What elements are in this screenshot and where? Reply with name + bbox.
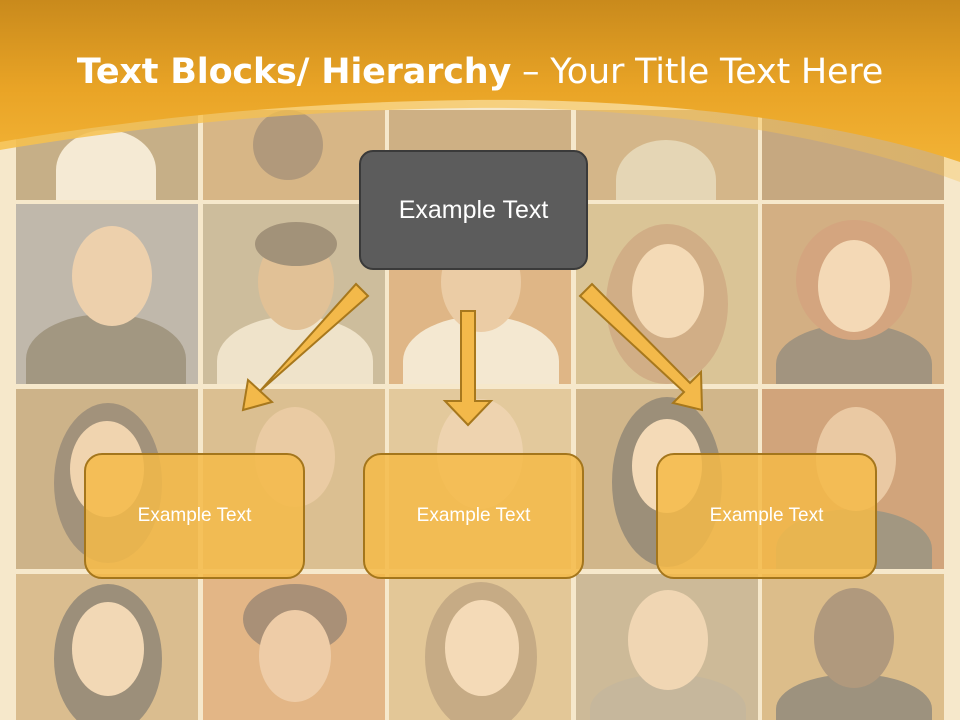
slide-title-bold: Text Blocks/ Hierarchy xyxy=(76,52,512,92)
hierarchy-top-box: Example Text xyxy=(359,150,588,270)
slide-title-rest: – Your Title Text Here xyxy=(511,52,884,92)
hierarchy-child-box-1: Example Text xyxy=(84,453,305,579)
title-banner xyxy=(0,0,960,182)
arrow-right xyxy=(578,282,704,412)
arrow-left xyxy=(241,282,370,412)
slide-title: Text Blocks/ Hierarchy – Your Title Text… xyxy=(0,52,960,92)
hierarchy-child-box-2: Example Text xyxy=(363,453,584,579)
arrow-center xyxy=(442,310,494,427)
hierarchy-child-box-3: Example Text xyxy=(656,453,877,579)
